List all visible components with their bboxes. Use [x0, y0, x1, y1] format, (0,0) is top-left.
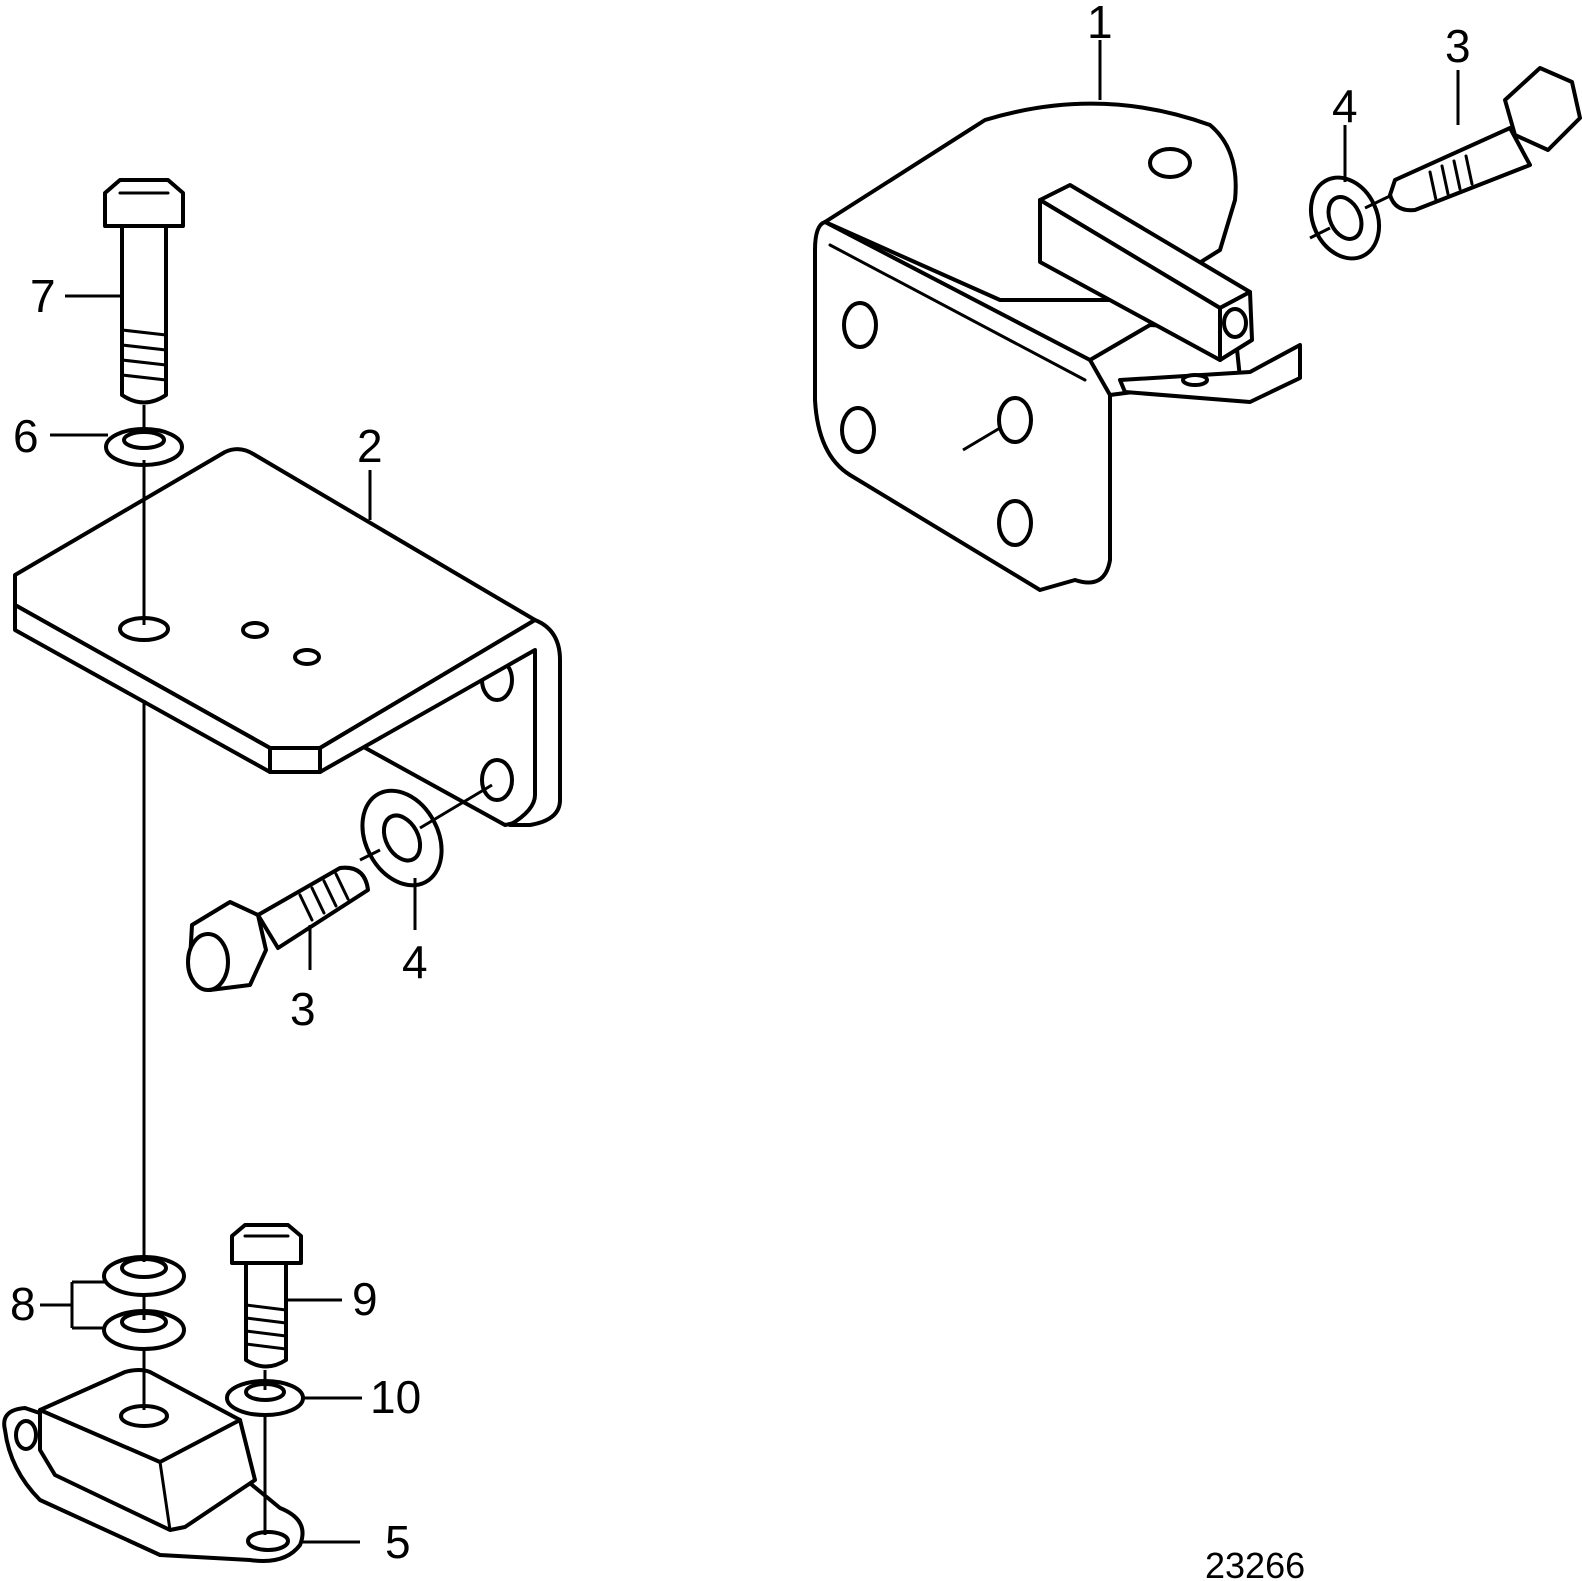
- mount-part-5: [2, 1368, 305, 1563]
- callout-4-left: 4: [402, 936, 428, 988]
- callout-5: 5: [385, 1516, 411, 1568]
- bolt-part-9: [230, 1223, 303, 1369]
- washer-part-10: [225, 1379, 305, 1417]
- assembly-lines: [142, 193, 1393, 1535]
- callout-3-left: 3: [290, 983, 316, 1035]
- bolt-part-7: [103, 178, 185, 405]
- callout-9: 9: [352, 1273, 378, 1325]
- callout-2: 2: [357, 420, 383, 472]
- callout-6: 6: [13, 410, 39, 462]
- callout-4-right: 4: [1332, 80, 1358, 132]
- washer-part-6: [104, 427, 184, 467]
- callout-10: 10: [370, 1371, 421, 1423]
- drawing-number: 23266: [1205, 1545, 1305, 1581]
- bolt-part-3-right: [1388, 66, 1582, 213]
- callout-1: 1: [1087, 0, 1113, 48]
- bracket-part-1: [813, 101, 1302, 592]
- callout-8: 8: [10, 1278, 36, 1330]
- washers-part-8: [102, 1255, 186, 1351]
- washer-part-4-left: [360, 788, 444, 888]
- callout-3-right: 3: [1445, 20, 1471, 72]
- leader-lines: [40, 40, 1460, 1544]
- bolt-part-3-left: [186, 865, 370, 992]
- bracket-part-2: [13, 447, 562, 827]
- callout-7: 7: [30, 270, 56, 322]
